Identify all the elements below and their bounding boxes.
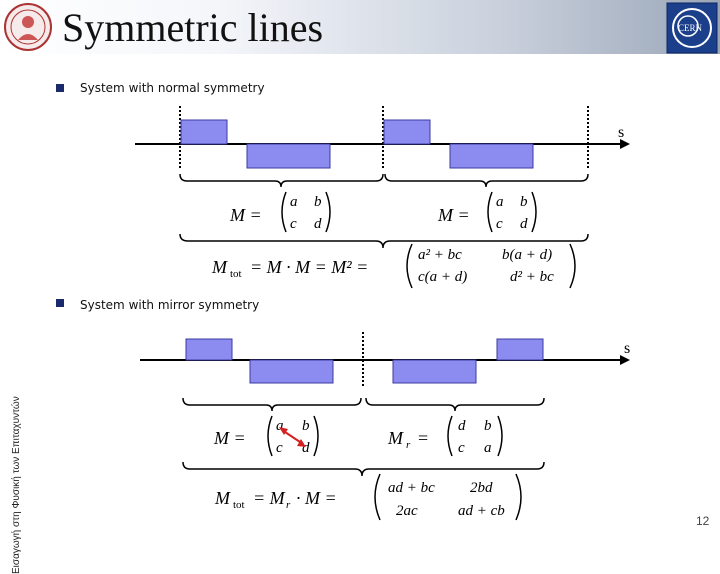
svg-text:r: r	[406, 439, 411, 451]
focusing-magnet	[185, 338, 233, 361]
svg-text:d: d	[302, 440, 310, 456]
axis-arrowhead	[620, 355, 630, 365]
axis-label-s: s	[624, 340, 630, 357]
equation-total-matrix: M tot = M r · M = ad + bc 2bd 2ac ad + c…	[214, 473, 522, 521]
svg-text:a: a	[484, 440, 492, 456]
svg-text:M: M	[387, 428, 404, 448]
svg-text:M =: M =	[437, 205, 470, 225]
cern-logo: CERN	[666, 2, 718, 54]
svg-text:ad + cb: ad + cb	[458, 503, 505, 519]
bullet-marker-1	[56, 84, 64, 92]
axis-label-s: s	[618, 124, 624, 141]
svg-text:c: c	[458, 440, 465, 456]
svg-text:b: b	[484, 418, 492, 434]
svg-text:d: d	[314, 216, 322, 232]
equation-transfer-matrix: M = a b c d	[213, 415, 319, 457]
swap-arrow-icon	[279, 427, 306, 447]
svg-text:r: r	[286, 499, 291, 511]
svg-text:b(a + d): b(a + d)	[502, 247, 552, 263]
focusing-magnet	[496, 338, 544, 361]
svg-text:= M · M = M² =: = M · M = M² =	[250, 257, 368, 277]
svg-text:d² + bc: d² + bc	[510, 269, 554, 285]
svg-text:a: a	[496, 194, 504, 210]
cell-brace	[384, 173, 589, 188]
svg-text:ad + bc: ad + bc	[388, 480, 435, 496]
svg-text:tot: tot	[230, 268, 242, 280]
equation-total-matrix: M tot = M · M = M² = a² + bc b(a + d) c(…	[211, 243, 576, 289]
bullet-text-mirror-symmetry: System with mirror symmetry	[80, 298, 260, 312]
cell-brace	[365, 397, 545, 412]
svg-text:c: c	[276, 440, 283, 456]
svg-text:= M: = M	[253, 488, 286, 508]
svg-text:a² + bc: a² + bc	[418, 247, 462, 263]
total-brace	[179, 233, 589, 249]
bullet-text-normal-symmetry: System with normal symmetry	[80, 81, 265, 95]
focusing-magnet	[180, 119, 228, 145]
svg-text:M =: M =	[229, 205, 262, 225]
slide-header: Symmetric lines CERN	[0, 0, 720, 54]
svg-text:2ac: 2ac	[396, 503, 418, 519]
svg-text:=: =	[418, 428, 428, 448]
svg-text:CERN: CERN	[678, 23, 703, 33]
mirror-symmetry-diagram: s M = a b c d M r = d b c a M tot = M	[140, 332, 630, 521]
svg-text:a: a	[276, 418, 284, 434]
svg-text:tot: tot	[233, 499, 245, 511]
svg-text:c: c	[496, 216, 503, 232]
svg-text:· M =: · M =	[296, 488, 337, 508]
svg-text:b: b	[302, 418, 310, 434]
svg-text:b: b	[314, 194, 322, 210]
svg-text:b: b	[520, 194, 528, 210]
defocusing-magnet	[392, 359, 477, 384]
total-brace	[182, 461, 545, 477]
focusing-magnet	[383, 119, 431, 145]
university-seal-logo	[4, 3, 52, 51]
svg-text:M =: M =	[213, 428, 246, 448]
svg-text:d: d	[520, 216, 528, 232]
cell-brace	[182, 397, 362, 412]
defocusing-magnet	[449, 143, 534, 169]
cell-brace	[179, 173, 384, 188]
axis-arrowhead	[620, 139, 630, 149]
defocusing-magnet	[249, 359, 334, 384]
normal-symmetry-diagram: s M = a b c d M = a b c d M tot = M · M …	[135, 106, 630, 289]
defocusing-magnet	[246, 143, 331, 169]
svg-text:2bd: 2bd	[470, 480, 493, 496]
equation-transfer-matrix: M = a b c d	[437, 191, 537, 233]
page-number: 12	[696, 514, 710, 528]
svg-text:d: d	[458, 418, 466, 434]
equation-transfer-matrix: M = a b c d	[229, 191, 331, 233]
equation-reversed-matrix: M r = d b c a	[387, 415, 503, 457]
svg-text:c(a + d): c(a + d)	[418, 269, 467, 285]
svg-text:M: M	[214, 488, 231, 508]
svg-text:M: M	[211, 257, 228, 277]
svg-text:a: a	[290, 194, 298, 210]
slide-title: Symmetric lines	[62, 5, 324, 50]
bullet-marker-2	[56, 299, 64, 307]
svg-text:c: c	[290, 216, 297, 232]
